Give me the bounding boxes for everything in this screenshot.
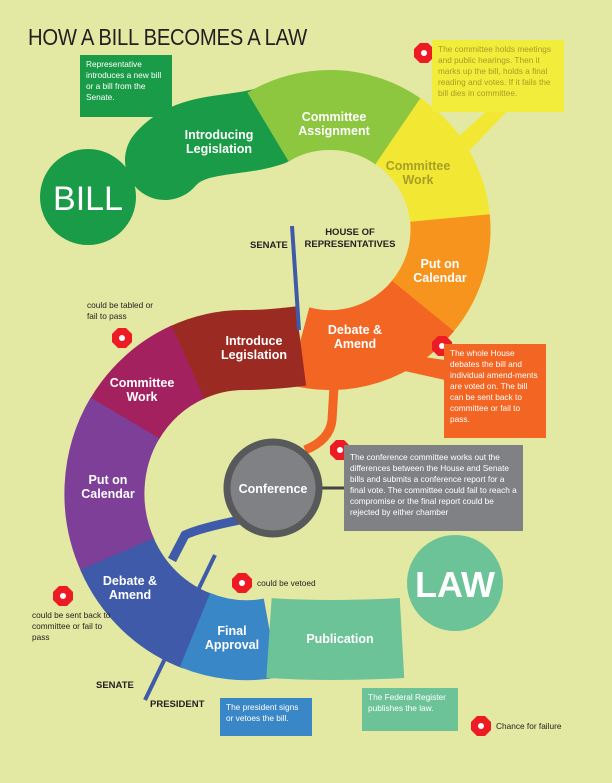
president-callout: The president signs or vetoes the bill. [220, 698, 312, 736]
step-band-0 [125, 86, 310, 200]
introduce-callout: Representative introduces a new bill or … [80, 55, 172, 117]
president-label: PRESIDENT [150, 699, 205, 710]
debate-callout: The whole House debates the bill and ind… [444, 344, 546, 438]
conference-node [223, 438, 323, 538]
step-band-3 [390, 214, 491, 333]
tabled-note: could be tabled or fail to pass [87, 300, 153, 321]
law-circle [407, 535, 503, 631]
failure-icon [53, 586, 73, 606]
process-band [64, 70, 491, 681]
conference-label: Conference [239, 482, 308, 496]
step-band-4 [288, 279, 454, 391]
step-label-4: Debate &Amend [328, 323, 382, 351]
senate-president-divider [143, 554, 217, 701]
legend-label: Chance for failure [496, 721, 562, 731]
committee-work-callout: The committee holds meetings and public … [432, 40, 564, 112]
committee-callout-pointer [455, 108, 510, 150]
failure-icon [112, 328, 132, 348]
law-label: LAW [415, 564, 495, 605]
senate-debate-note: could be sent back to committee or fail … [32, 610, 111, 642]
step-band-10 [266, 598, 405, 680]
conference-callout: The conference committee works out the d… [344, 445, 523, 531]
senate-top-label: SENATE [250, 240, 288, 251]
bill-circle [40, 149, 136, 245]
house-to-conference-connector [303, 369, 340, 455]
step-label-10: Publication [306, 632, 373, 646]
house-senate-divider [290, 225, 301, 331]
step-band-8 [80, 537, 213, 669]
step-band-2 [374, 97, 490, 225]
step-band-6 [89, 325, 206, 442]
page-title: HOW A BILL BECOMES A LAW [28, 24, 308, 50]
publication-callout: The Federal Register publishes the law. [362, 688, 458, 731]
failure-icon [414, 43, 434, 63]
senate-bottom-label: SENATE [96, 680, 134, 691]
legend-failure-icon [471, 716, 491, 736]
failure-icons [53, 43, 491, 736]
step-band-5 [168, 306, 307, 400]
step-band-1 [247, 70, 423, 166]
step-band-7 [64, 397, 161, 573]
failure-icon [232, 573, 252, 593]
vetoed-note: could be vetoed [257, 578, 316, 588]
conference-to-senate-connector [168, 515, 241, 563]
bill-label: BILL [53, 180, 123, 218]
step-band-9 [179, 592, 279, 681]
step-label-8: Debate &Amend [103, 574, 157, 602]
